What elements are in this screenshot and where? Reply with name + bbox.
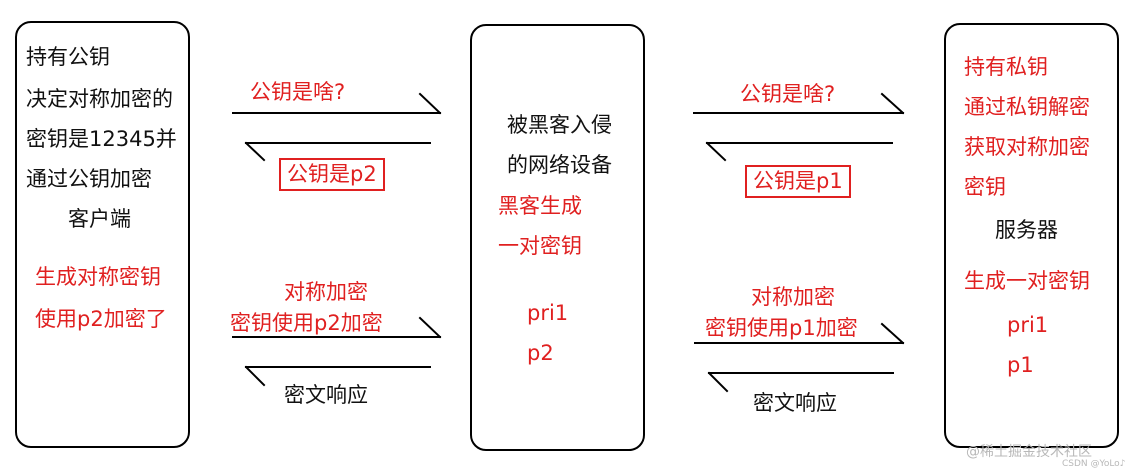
server-red-line-3: 获取对称加密 (964, 135, 1090, 159)
watermark-sub: CSDN @YoLo♪ (1062, 459, 1126, 469)
right-ask-label: 公钥是啥? (740, 82, 836, 106)
server-key-pri1: pri1 (1007, 313, 1049, 337)
hacker-red-line-2: 一对密钥 (498, 234, 582, 258)
server-red-line-2: 通过私钥解密 (964, 95, 1090, 119)
right-send-label-2: 密钥使用p1加密 (705, 316, 858, 340)
right-reply-arrow (705, 141, 893, 162)
left-send-label-2: 密钥使用p2加密 (230, 311, 383, 335)
left-send-label-1: 对称加密 (284, 280, 368, 304)
client-red-line-1: 生成对称密钥 (35, 265, 161, 289)
hacker-key-pri1: pri1 (527, 301, 569, 325)
hacker-key-p2: p2 (527, 341, 554, 365)
right-send-label-1: 对称加密 (751, 285, 835, 309)
left-send-arrow (232, 316, 442, 339)
left-reply-arrow (244, 141, 431, 162)
server-red-line-1: 持有私钥 (964, 55, 1048, 79)
left-ask-arrow (232, 92, 442, 115)
hacker-red-line-1: 黑客生成 (498, 194, 582, 218)
left-response-label: 密文响应 (284, 383, 368, 407)
server-title: 服务器 (995, 218, 1058, 242)
client-line-2: 决定对称加密的 (26, 87, 173, 111)
hacker-line-1: 被黑客入侵 (507, 113, 612, 137)
right-response-arrow (707, 371, 894, 393)
right-reply-label: 公钥是p1 (745, 165, 851, 198)
left-ask-label: 公钥是啥? (250, 80, 346, 104)
client-line-4: 通过公钥加密 (26, 167, 152, 191)
client-line-1: 持有公钥 (26, 45, 110, 69)
left-response-arrow (244, 365, 431, 387)
client-red-line-2: 使用p2加密了 (35, 307, 167, 331)
server-red-line-4: 密钥 (964, 175, 1006, 199)
client-line-3: 密钥是12345并 (26, 127, 177, 151)
hacker-line-2: 的网络设备 (507, 153, 612, 177)
left-reply-label: 公钥是p2 (279, 158, 385, 191)
client-title: 客户端 (68, 207, 131, 231)
hacker-box (470, 24, 645, 451)
server-key-p1: p1 (1007, 353, 1034, 377)
right-response-label: 密文响应 (753, 391, 837, 415)
server-box (944, 23, 1119, 448)
client-box (15, 21, 190, 448)
watermark-main: @稀土掘金技术社区 (966, 444, 1092, 460)
server-red-bottom: 生成一对密钥 (964, 269, 1090, 293)
right-send-arrow (694, 322, 905, 345)
right-ask-arrow (693, 92, 905, 115)
